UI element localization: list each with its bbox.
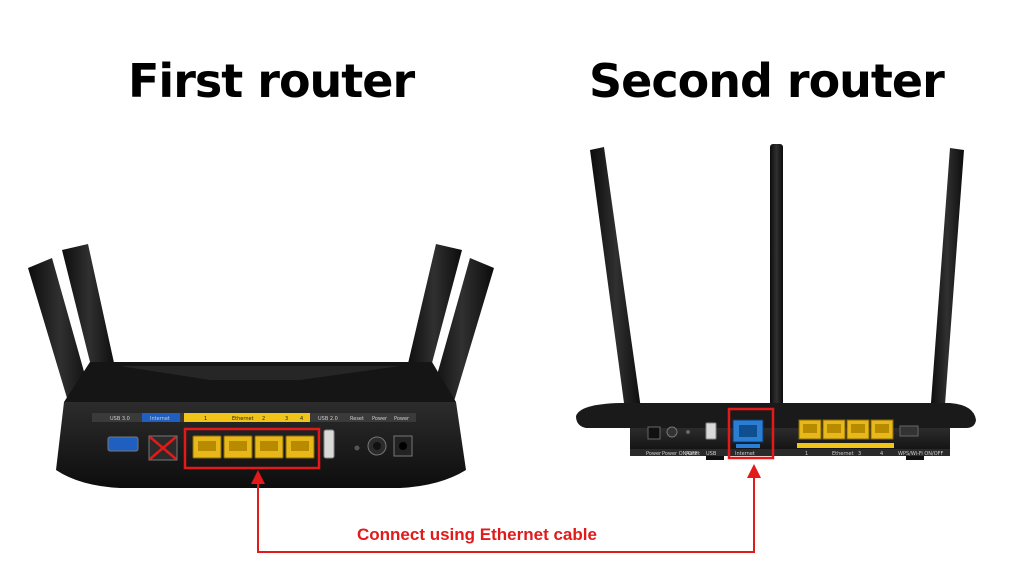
sr-label-port-3: 3: [858, 451, 861, 457]
connection-caption: Connect using Ethernet cable: [357, 525, 597, 544]
second-router-antennas: [590, 144, 964, 418]
label-ethernet: Ethernet: [232, 416, 254, 422]
second-router-wps-button[interactable]: [899, 425, 919, 437]
first-router-antennas: [28, 244, 494, 408]
label-port-1: 1: [204, 416, 207, 422]
label-port-3: 3: [285, 416, 288, 422]
sr-label-port-1: 1: [805, 451, 808, 457]
sr-label-port-4: 4: [880, 451, 883, 457]
connection-arrow: [251, 464, 761, 553]
second-router-power-jack[interactable]: [647, 426, 661, 440]
second-router-ethernet-ports[interactable]: [798, 419, 894, 440]
sr-label-wps: WPS/Wi-Fi ON/OFF: [898, 451, 944, 457]
second-router: Power Power ON/OFF Reset USB Internet 1 …: [576, 144, 976, 460]
second-router-top: [576, 403, 976, 428]
second-router-title: Second router: [589, 54, 945, 108]
first-router: USB 3.0 Internet 1 Ethernet 2 3 4 USB 2.…: [28, 244, 494, 488]
label-usb3: USB 3.0: [110, 416, 130, 422]
label-power: Power: [372, 416, 388, 422]
sr-label-power: Power: [646, 451, 662, 457]
label-usb2: USB 2.0: [318, 416, 338, 422]
label-port-4: 4: [300, 416, 303, 422]
first-router-reset-button[interactable]: [354, 445, 360, 451]
label-power-2: Power: [394, 416, 410, 422]
first-router-ethernet-ports[interactable]: [192, 435, 315, 459]
second-router-power-button[interactable]: [666, 426, 678, 438]
label-reset: Reset: [350, 416, 364, 422]
first-router-internet-port[interactable]: [148, 435, 178, 461]
sr-label-ethernet: Ethernet: [832, 451, 854, 457]
first-router-title: First router: [128, 54, 415, 108]
second-router-usb-port[interactable]: [705, 422, 717, 440]
second-router-reset-button[interactable]: [686, 430, 690, 434]
sr-label-power-onoff: Power ON/OFF: [662, 451, 698, 457]
sr-label-reset: Reset: [686, 451, 700, 457]
label-port-2: 2: [262, 416, 265, 422]
sr-label-internet: Internet: [735, 451, 755, 457]
sr-label-usb: USB: [706, 451, 717, 457]
second-router-highlight-box: [727, 407, 775, 460]
label-internet: Internet: [150, 416, 170, 422]
caption-background: [352, 522, 642, 546]
usb3-port[interactable]: [107, 436, 139, 452]
usb2-port[interactable]: [323, 429, 335, 459]
second-router-internet-port[interactable]: [732, 419, 764, 443]
